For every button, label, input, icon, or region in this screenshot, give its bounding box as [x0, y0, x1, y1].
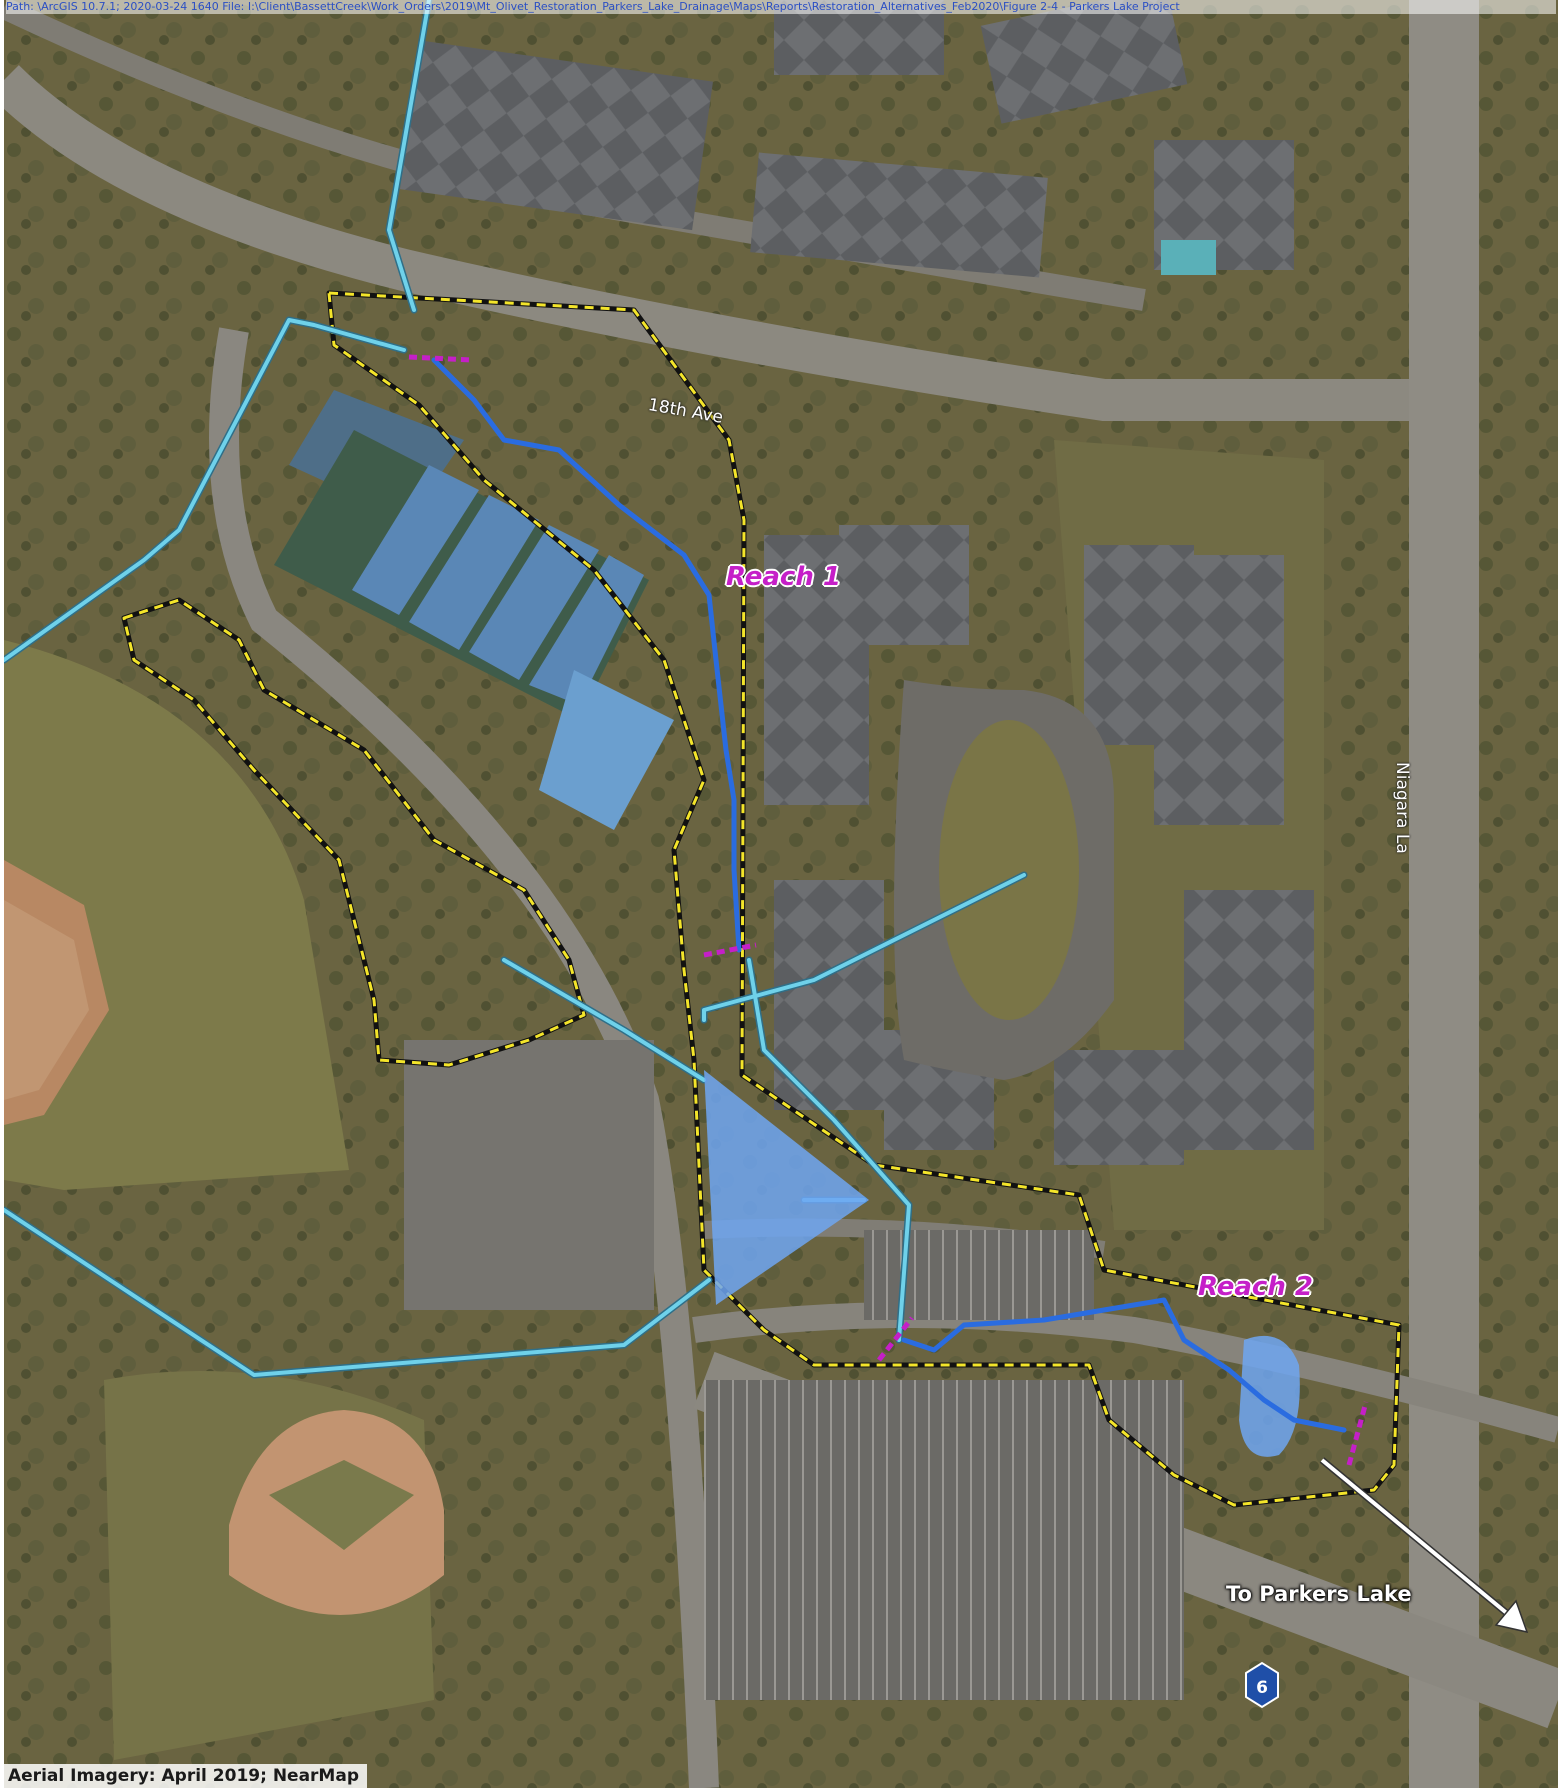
road-south-access: [692, 1302, 1558, 1443]
street-label-niagara-la: Niagara La: [1392, 762, 1412, 854]
arrow-down-right-icon: [1319, 1457, 1529, 1634]
project-boundary: [121, 290, 1402, 1508]
stream-reach-2: [901, 1297, 1347, 1433]
ballfield-lawn-north: [4, 640, 349, 1190]
stormwater-pond-west: [704, 1070, 869, 1305]
map-canvas[interactable]: 6: [4, 0, 1558, 1788]
parking-lot-west: [404, 1040, 654, 1310]
imagery-credit: Aerial Imagery: April 2019; NearMap: [4, 1764, 367, 1788]
road-park-drive: [209, 327, 719, 1788]
stream-reach-1: [431, 357, 742, 953]
apartment-complex: [764, 525, 1314, 1165]
storm-sewer-network: [4, 0, 1028, 1379]
ballfield-grass-south: [269, 1460, 414, 1550]
to-parkers-lake-label: To Parkers Lake: [1226, 1582, 1412, 1606]
ballfield-dirt-north: [4, 900, 89, 1100]
stormwater-pond-east: [1239, 1335, 1300, 1457]
tennis-court-complex: [274, 390, 674, 830]
file-path-header: Path: \ArcGIS 10.7.1; 2020-03-24 1640 Fi…: [6, 0, 1556, 14]
reach-limit-markers: [408, 354, 1369, 1466]
aerial-map[interactable]: 6: [4, 0, 1558, 1788]
county-road-shield-icon: 6: [1245, 1661, 1279, 1709]
parking-lot-south: [704, 1380, 1184, 1700]
reach-2-label: Reach 2: [1198, 1272, 1313, 1302]
county-road-number: 6: [1256, 1678, 1268, 1698]
reach-1-label: Reach 1: [726, 562, 841, 592]
road-18th-ave: [4, 65, 1434, 421]
